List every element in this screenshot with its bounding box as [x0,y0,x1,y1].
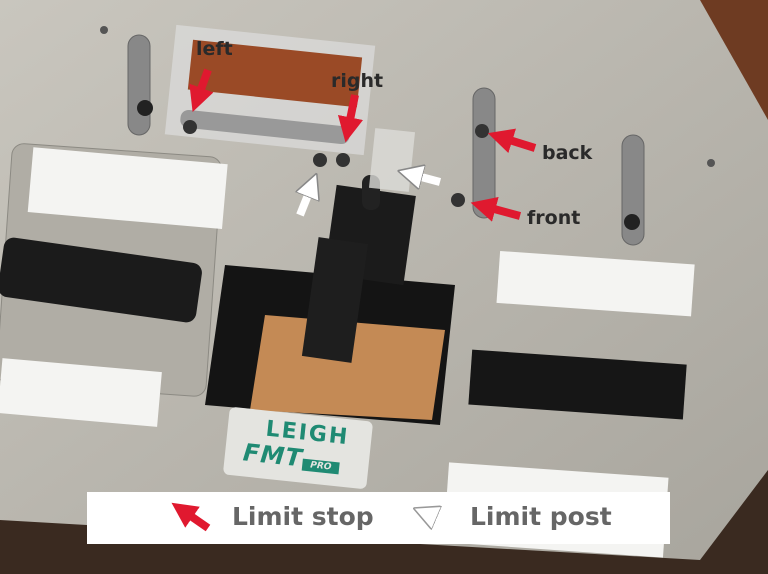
left-stop-arrow [189,68,214,113]
right-stop-arrow [337,94,364,143]
limit-post-arrow-2 [410,174,442,182]
legend-limit-post: Limit post [470,502,612,531]
slot-opening [468,349,687,420]
legend-limit-stop: Limit stop [232,502,374,531]
callout-right: right [331,70,384,92]
front-stop-arrow [470,196,522,222]
callout-back: back [542,142,593,164]
logo-badge: PRO [301,458,340,475]
legend-box: Limit stop Limit post [87,492,670,544]
callout-front: front [527,207,581,229]
logo-model: FMT [241,438,305,473]
clamp-strap [0,237,202,323]
callout-left: left [196,38,233,60]
workpiece [250,315,445,420]
limit-post-arrow-1 [300,185,312,217]
back-stop-arrow [487,128,537,154]
